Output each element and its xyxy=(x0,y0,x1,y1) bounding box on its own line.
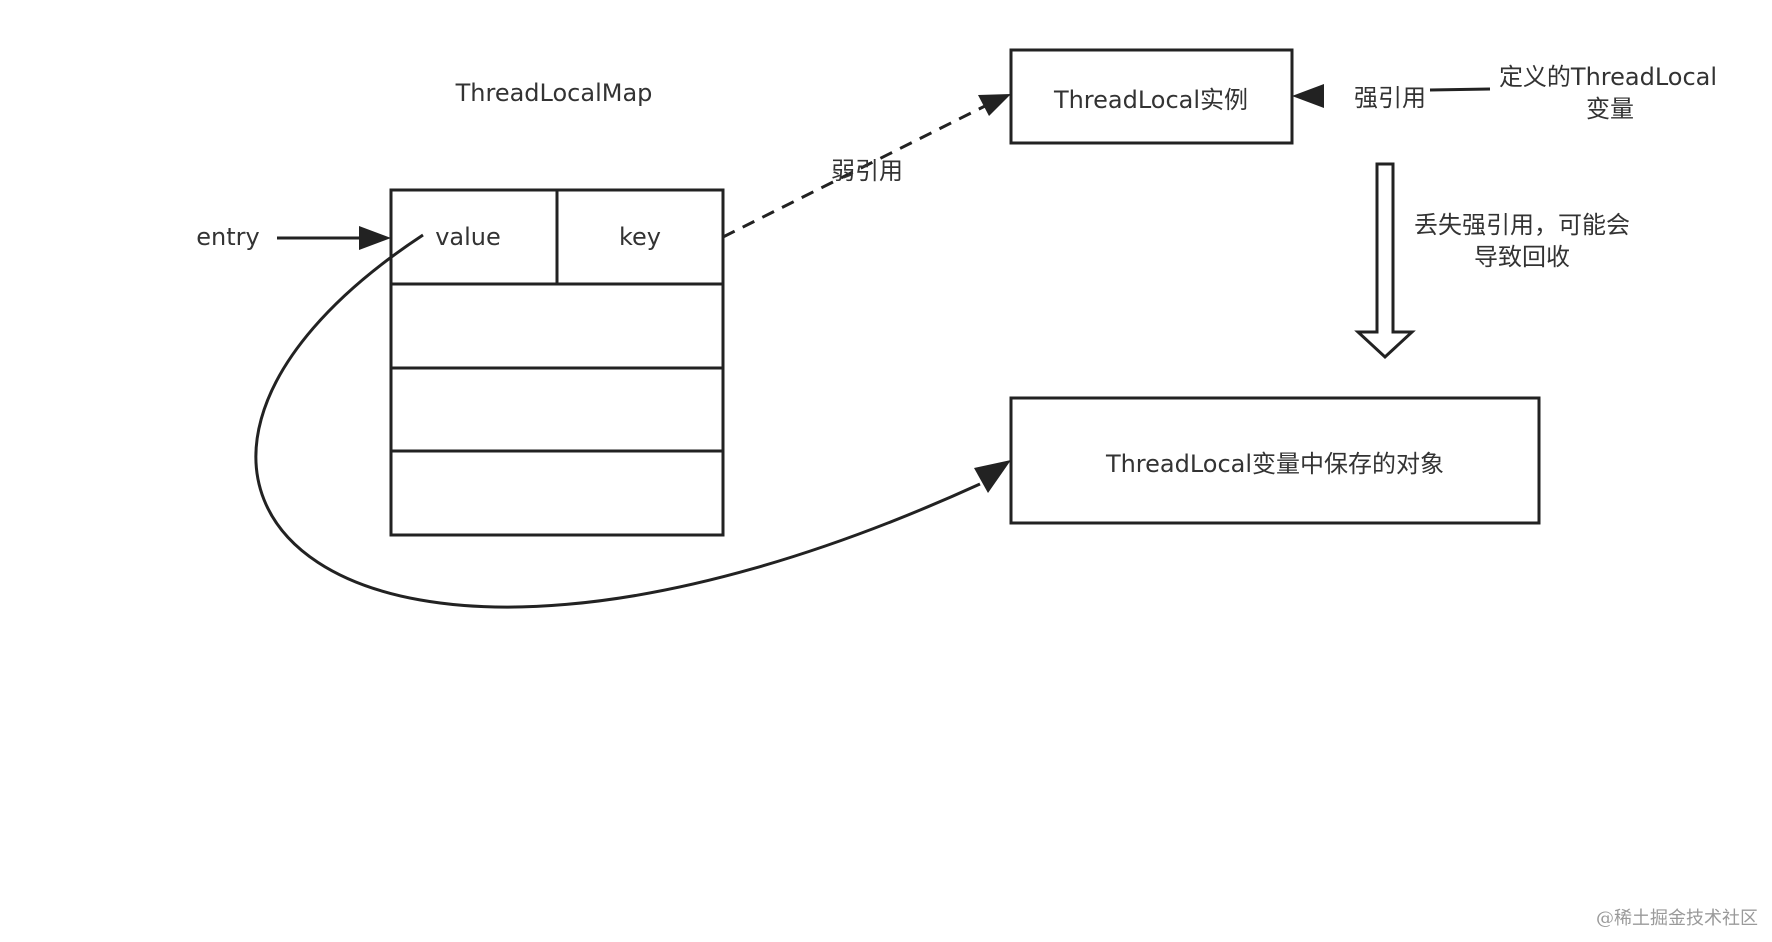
value-to-object-arrow xyxy=(254,233,1011,609)
hollow-down-arrow xyxy=(1354,162,1416,360)
lose-strong-ref-line2: 导致回收 xyxy=(1474,243,1570,271)
threadlocal-map-table: value key xyxy=(389,188,725,537)
threadlocal-instance-label: ThreadLocal实例 xyxy=(1053,86,1248,114)
lose-strong-ref-line1: 丢失强引用，可能会 xyxy=(1414,211,1630,239)
defined-variable-line2: 变量 xyxy=(1586,95,1634,123)
saved-object-box xyxy=(1009,396,1541,525)
defined-variable-line1: 定义的ThreadLocal xyxy=(1499,63,1717,91)
strong-reference-arrow xyxy=(1292,84,1491,108)
map-title: ThreadLocalMap xyxy=(455,79,653,107)
entry-label: entry xyxy=(196,223,259,251)
entry-arrow xyxy=(277,226,391,250)
threadlocal-instance-box xyxy=(1009,48,1294,145)
key-cell-label: key xyxy=(619,223,661,251)
weak-ref-label: 弱引用 xyxy=(831,157,903,185)
watermark-text: @稀土掘金技术社区 xyxy=(1596,908,1758,929)
weak-reference-arrow xyxy=(722,94,1011,239)
saved-object-label: ThreadLocal变量中保存的对象 xyxy=(1105,450,1444,478)
strong-ref-label: 强引用 xyxy=(1354,84,1426,112)
value-cell-label: value xyxy=(435,223,501,251)
